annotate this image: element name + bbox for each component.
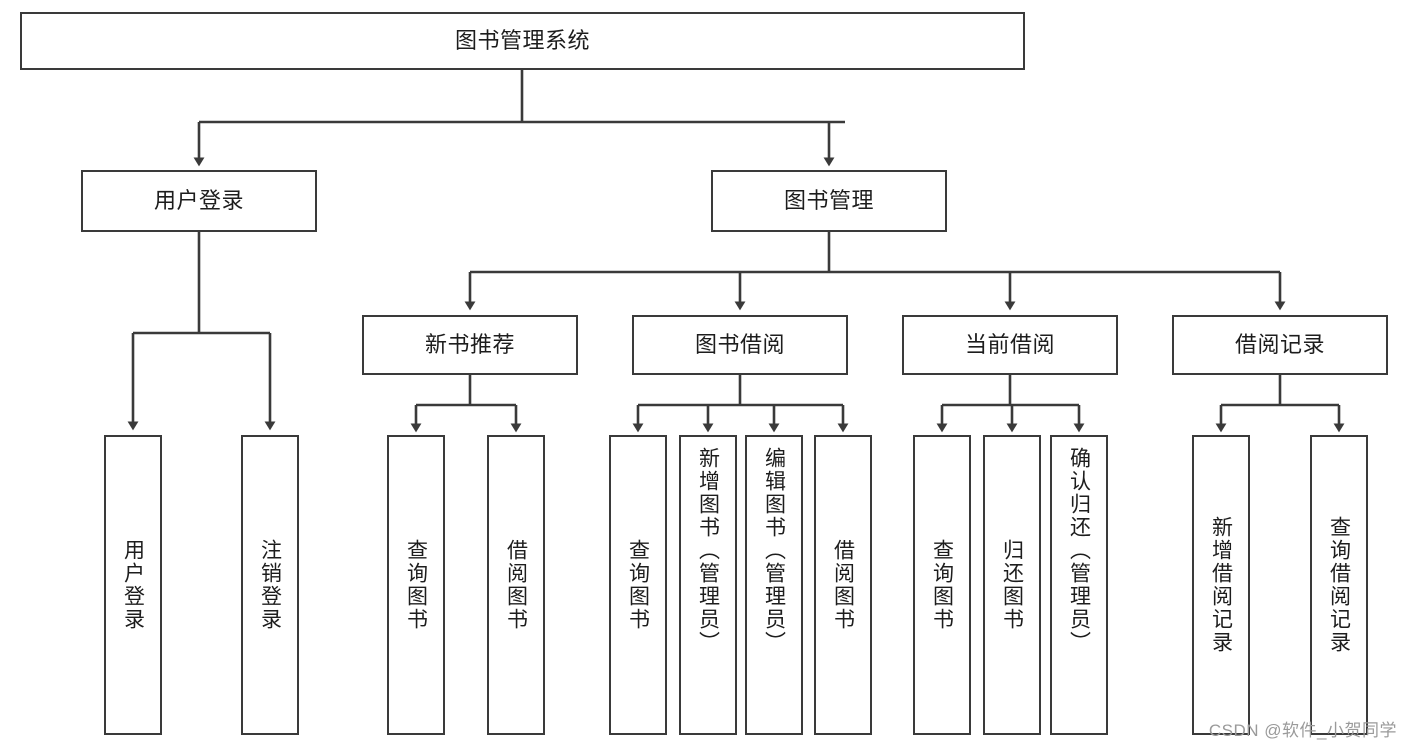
node-leaf-logout[interactable]: 注销登录 xyxy=(241,435,299,735)
node-leaf-query-borrow-record[interactable]: 查询借阅记录 xyxy=(1310,435,1368,735)
node-user-login[interactable]: 用户登录 xyxy=(81,170,317,232)
node-borrow-record-label: 借阅记录 xyxy=(1234,332,1325,358)
node-current-borrow[interactable]: 当前借阅 xyxy=(902,315,1118,375)
node-leaf-return-book[interactable]: 归还图书 xyxy=(983,435,1041,735)
node-book-management[interactable]: 图书管理 xyxy=(711,170,947,232)
node-leaf-edit-book-admin[interactable]: 编辑图书（管理员） xyxy=(745,435,803,735)
node-borrow-record[interactable]: 借阅记录 xyxy=(1172,315,1388,375)
node-leaf-label: 新增借阅记录 xyxy=(1209,516,1233,654)
node-root-label: 图书管理系统 xyxy=(454,28,590,54)
node-leaf-user-login[interactable]: 用户登录 xyxy=(104,435,162,735)
node-user-login-label: 用户登录 xyxy=(153,188,244,214)
node-leaf-add-borrow-record[interactable]: 新增借阅记录 xyxy=(1192,435,1250,735)
csdn-watermark: CSDN @软件_小贺同学 xyxy=(1208,721,1397,740)
node-leaf-label: 编辑图书（管理员） xyxy=(762,447,786,654)
node-book-management-label: 图书管理 xyxy=(783,188,874,214)
node-leaf-borrow-book-recommend[interactable]: 借阅图书 xyxy=(487,435,545,735)
node-leaf-label: 注销登录 xyxy=(258,539,282,631)
node-leaf-query-book-borrow[interactable]: 查询图书 xyxy=(609,435,667,735)
node-leaf-label: 确认归还（管理员） xyxy=(1067,447,1091,654)
node-root-system[interactable]: 图书管理系统 xyxy=(20,12,1025,70)
node-leaf-query-book-current[interactable]: 查询图书 xyxy=(913,435,971,735)
node-leaf-label: 查询图书 xyxy=(930,539,954,631)
node-new-book-recommend[interactable]: 新书推荐 xyxy=(362,315,578,375)
node-leaf-query-book-recommend[interactable]: 查询图书 xyxy=(387,435,445,735)
node-new-book-recommend-label: 新书推荐 xyxy=(424,332,515,358)
node-book-borrow-label: 图书借阅 xyxy=(694,332,785,358)
node-leaf-label: 归还图书 xyxy=(1000,539,1024,631)
node-leaf-label: 查询借阅记录 xyxy=(1327,516,1351,654)
node-leaf-confirm-return-admin[interactable]: 确认归还（管理员） xyxy=(1050,435,1108,735)
node-leaf-label: 借阅图书 xyxy=(504,539,528,631)
node-leaf-add-book-admin[interactable]: 新增图书（管理员） xyxy=(679,435,737,735)
node-leaf-label: 查询图书 xyxy=(626,539,650,631)
node-leaf-label: 借阅图书 xyxy=(831,539,855,631)
node-current-borrow-label: 当前借阅 xyxy=(964,332,1055,358)
node-book-borrow[interactable]: 图书借阅 xyxy=(632,315,848,375)
node-leaf-borrow-book[interactable]: 借阅图书 xyxy=(814,435,872,735)
node-leaf-label: 新增图书（管理员） xyxy=(696,447,720,654)
node-leaf-label: 用户登录 xyxy=(121,539,145,631)
node-leaf-label: 查询图书 xyxy=(404,539,428,631)
